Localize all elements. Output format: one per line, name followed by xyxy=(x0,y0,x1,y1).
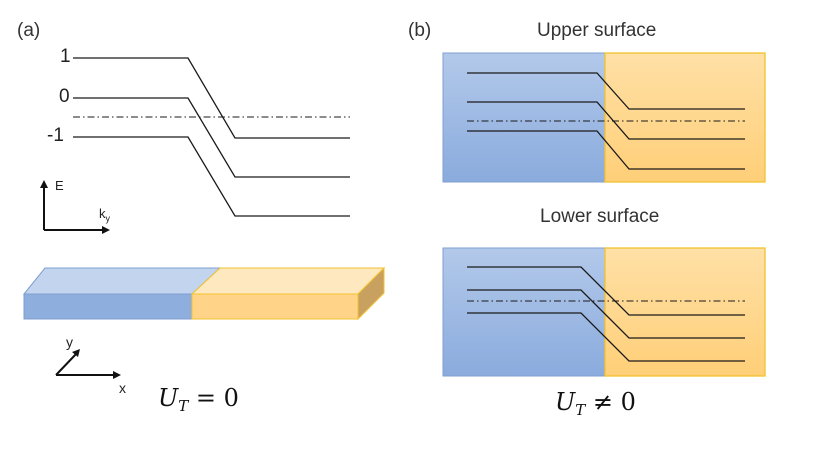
lower-band-1 xyxy=(467,266,745,316)
condition-a-equation: UT = 0 xyxy=(158,384,239,415)
coord-label-y: y xyxy=(66,334,73,350)
lower-band-2 xyxy=(467,289,745,339)
axis-label-energy: E xyxy=(55,178,64,193)
slab-front-blue xyxy=(23,293,193,320)
lower-band-3 xyxy=(467,312,745,362)
lower-surface-panel xyxy=(442,247,766,377)
panel-b-label: (b) xyxy=(408,20,432,41)
slab-front-yellow xyxy=(191,293,359,320)
slab-3d xyxy=(22,266,386,321)
band-level-0 xyxy=(73,97,350,178)
level-label-1: 1 xyxy=(60,46,71,67)
panel-a-bands xyxy=(73,57,350,217)
upper-band-1 xyxy=(467,72,745,110)
upper-surface-panel xyxy=(442,52,766,183)
band-level-1 xyxy=(73,57,350,139)
axis-label-ky: ky xyxy=(99,206,110,224)
level-label-0: 0 xyxy=(59,86,70,107)
slab-side-yellow xyxy=(357,266,385,321)
level-label-minus1: -1 xyxy=(47,125,64,146)
upper-band-3 xyxy=(467,130,745,170)
condition-b-equation: UT ≠ 0 xyxy=(555,388,636,419)
energy-axes xyxy=(40,180,110,234)
panel-a-label: (a) xyxy=(17,20,41,41)
slab-top-yellow xyxy=(190,267,386,295)
coord-label-x: x xyxy=(119,380,126,396)
upper-surface-title: Upper surface xyxy=(537,20,657,41)
lower-surface-title: Lower surface xyxy=(540,206,660,227)
band-level-minus1 xyxy=(73,136,350,217)
coordinate-axes xyxy=(55,349,121,379)
slab-top-blue xyxy=(22,267,222,295)
